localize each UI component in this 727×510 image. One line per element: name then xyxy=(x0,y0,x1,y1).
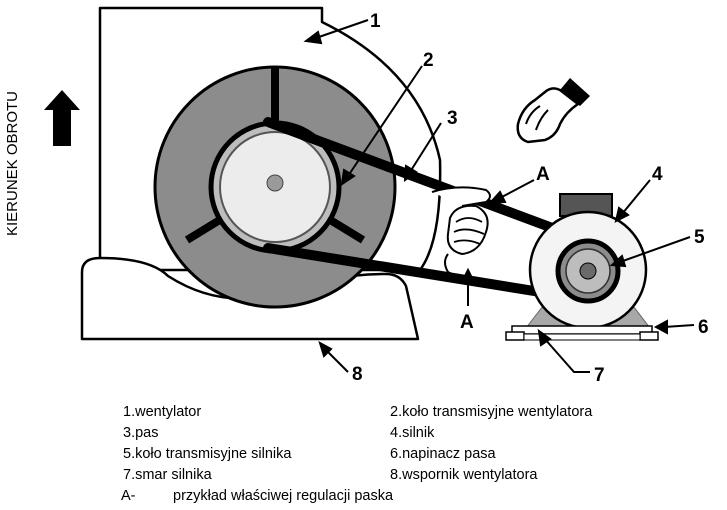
motor-pulley xyxy=(555,238,621,304)
legend-note-text: przykład właściwej regulacji paska xyxy=(173,488,394,504)
legend-item: 5.koło transmisyjne silnika xyxy=(123,446,292,462)
legend: 1.wentylator 2.koło transmisyjne wentyla… xyxy=(0,400,727,510)
up-arrow-icon xyxy=(44,90,80,146)
callout-3: 3 xyxy=(447,108,458,129)
callout-4: 4 xyxy=(652,164,663,185)
legend-item: 2.koło transmisyjne wentylatora xyxy=(390,404,593,420)
callout-7: 7 xyxy=(594,365,605,386)
callout-6: 6 xyxy=(698,317,709,338)
fan-pulley xyxy=(153,65,397,309)
rotation-direction-label: KIERUNEK OBROTU xyxy=(4,91,21,236)
callout-a-bottom: A xyxy=(460,312,474,333)
belt-drive-diagram: KIERUNEK OBROTU xyxy=(4,6,709,386)
legend-note: A-przykład właściwej regulacji paska xyxy=(121,488,393,504)
legend-item: 7.smar silnika xyxy=(123,467,212,483)
legend-item: 3.pas xyxy=(123,425,159,441)
callout-leaders xyxy=(303,19,695,373)
legend-item: 1.wentylator xyxy=(123,404,202,420)
callout-1: 1 xyxy=(370,11,381,32)
pointing-hand-icon xyxy=(516,78,590,144)
legend-note-key: A- xyxy=(121,488,136,504)
legend-item: 6.napinacz pasa xyxy=(390,446,496,462)
legend-item: 4.silnik xyxy=(390,425,435,441)
callout-2: 2 xyxy=(423,50,434,71)
motor-base-rail xyxy=(505,325,659,341)
callout-a-top: A xyxy=(536,164,550,185)
callout-8: 8 xyxy=(352,364,363,385)
callout-5: 5 xyxy=(694,227,705,248)
pressing-hand-icon xyxy=(431,186,491,277)
legend-item: 8.wspornik wentylatora xyxy=(390,467,538,483)
